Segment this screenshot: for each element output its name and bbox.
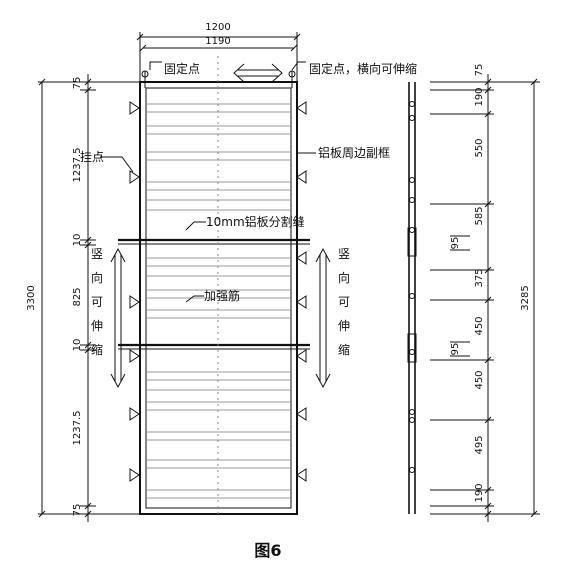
hanging-point-label: 挂点 [80,150,104,164]
hanging-point-icon [296,101,307,115]
left-dim-value: 825 [72,287,83,306]
fixed-point-leader-left [149,61,162,70]
figure-caption: 图6 [254,541,281,560]
small-mark-upper: 95 [450,237,461,250]
hanging-point-icon [296,349,307,363]
right-dim-value: 585 [474,206,485,225]
bolt-icon [409,293,415,299]
hanging-point-icon [129,170,140,184]
vertical-expand-char: 可 [338,295,350,309]
vertical-expand-char: 伸 [91,319,103,333]
hanging-point-icon [129,407,140,421]
tick [530,78,538,86]
hanging-point-icon [296,468,307,482]
side-bolts [409,101,415,473]
right-dim-value: 75 [474,64,485,77]
bolt-icon [409,349,415,355]
stiffener-label: 加强筋 [204,288,240,303]
left-dim-texts: 75 1237.5 10 825 10 1237.5 75 [72,77,83,517]
right-dim-value: 190 [474,483,485,502]
stiffener-leader [185,295,204,303]
hanging-point-leader [100,156,134,173]
right-dim-texts: 75 190 550 585 375 450 450 495 190 [474,64,485,503]
tick [38,510,46,518]
vertical-expand-char: 伸 [338,319,350,333]
vertical-expand-arrow-left-icon [110,247,126,389]
bolt-icon [409,177,415,183]
vertical-expand-char: 可 [91,295,103,309]
hanging-point-icon [296,407,307,421]
bolt-icon [409,115,415,121]
hanging-points [129,101,307,482]
split-seam-leader [185,221,206,231]
vertical-expand-char: 竖 [338,247,350,261]
tick [293,33,301,41]
tick [530,510,538,518]
vertical-expand-arrow-right-icon [315,247,331,389]
small-mark-lower: 95 [450,343,461,356]
left-dim-value: 10 [72,339,83,352]
bolt-icon [409,467,415,473]
right-dim-value: 190 [474,87,485,106]
sub-frame-label: 铝板周边副框 [318,145,390,160]
vertical-expand-char: 向 [338,270,350,285]
hanging-point-icon [129,295,140,309]
horizontal-expand-arrow-icon [233,63,283,83]
right-total-dim: 3285 [520,285,531,310]
side-joint-lower [407,333,417,363]
left-dim-value: 1237.5 [72,411,83,446]
tick [139,44,147,52]
right-dim-value: 495 [474,435,485,454]
fixed-point-horizontal-label: 固定点，横向可伸缩 [309,61,417,76]
hanging-point-icon [296,295,307,309]
top-width-inner: 1190 [205,36,230,47]
vertical-expand-char: 缩 [91,342,103,357]
split-seam-label: 10mm铝板分割缝 [206,214,305,229]
bolt-icon [409,197,415,203]
vertical-expand-char: 向 [91,270,103,285]
tick [136,33,144,41]
hanging-point-icon [129,349,140,363]
left-dim-ticks [80,78,96,518]
hanging-point-icon [296,251,307,265]
left-dim-value: 1237.5 [72,148,83,183]
fixed-point-label: 固定点 [164,61,200,76]
bolt-icon [409,417,415,423]
top-width-outer: 1200 [205,22,230,33]
fixed-point-leader-right [291,61,306,71]
vertical-expand-char: 缩 [338,342,350,357]
bolt-icon [409,101,415,107]
left-dim-value: 10 [72,234,83,247]
left-dim-value: 75 [72,504,83,517]
right-dim-value: 450 [474,316,485,335]
right-dim-value: 375 [474,268,485,287]
right-dim-value: 550 [474,138,485,157]
right-dim-ticks [430,78,494,518]
hanging-point-icon [129,101,140,115]
right-dim-value: 450 [474,370,485,389]
bolt-icon [409,409,415,415]
hanging-point-icon [296,170,307,184]
tick [38,78,46,86]
vertical-expand-char: 竖 [91,247,103,261]
left-total-dim: 3300 [26,285,37,310]
tick [290,44,298,52]
hanging-point-icon [129,468,140,482]
left-dim-value: 75 [72,77,83,90]
bolt-icon [409,227,415,233]
stiffener-ribs [147,56,290,514]
